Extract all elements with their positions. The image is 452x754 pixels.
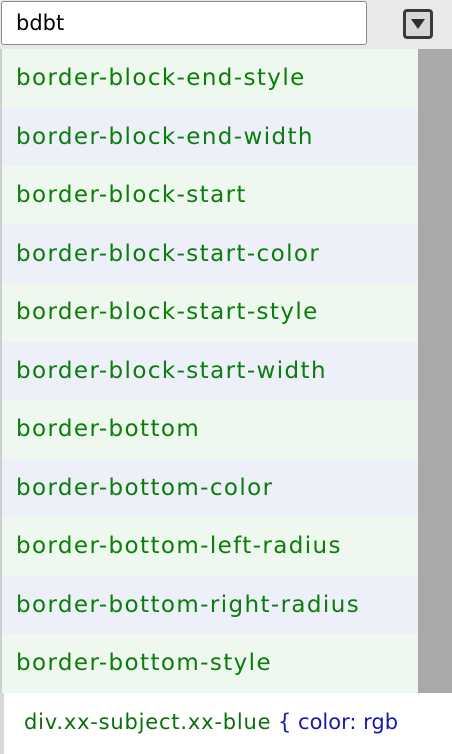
suggestion-item[interactable]: border-bottom-style — [2, 634, 418, 693]
triangle-down-icon — [403, 9, 433, 39]
dropdown-toggle-button[interactable] — [400, 6, 436, 42]
suggestion-item[interactable]: border-bottom-color — [2, 458, 418, 517]
property-search-input[interactable] — [1, 1, 367, 45]
css-selector[interactable]: div.xx-subject.xx-blue — [24, 710, 272, 734]
suggestion-item[interactable]: border-bottom-right-radius — [2, 575, 418, 634]
suggestion-item[interactable]: border-block-end-width — [2, 107, 418, 166]
suggestion-list: border-block-end-style border-block-end-… — [0, 49, 418, 693]
suggestion-item[interactable]: border-block-end-style — [2, 49, 418, 108]
css-rule-line: div.xx-subject.xx-blue { color: rgb — [0, 693, 452, 754]
suggestion-item[interactable]: border-block-start-style — [2, 283, 418, 342]
suggestion-item[interactable]: border-block-start-width — [2, 341, 418, 400]
suggestion-item[interactable]: border-bottom — [2, 400, 418, 459]
css-declaration[interactable]: { color: rgb — [277, 710, 399, 734]
list-scrollbar[interactable] — [418, 49, 452, 693]
suggestion-item[interactable]: border-bottom-left-radius — [2, 517, 418, 576]
suggestion-item[interactable]: border-block-start — [2, 166, 418, 225]
search-row — [0, 0, 452, 48]
suggestion-item[interactable]: border-block-start-color — [2, 224, 418, 283]
